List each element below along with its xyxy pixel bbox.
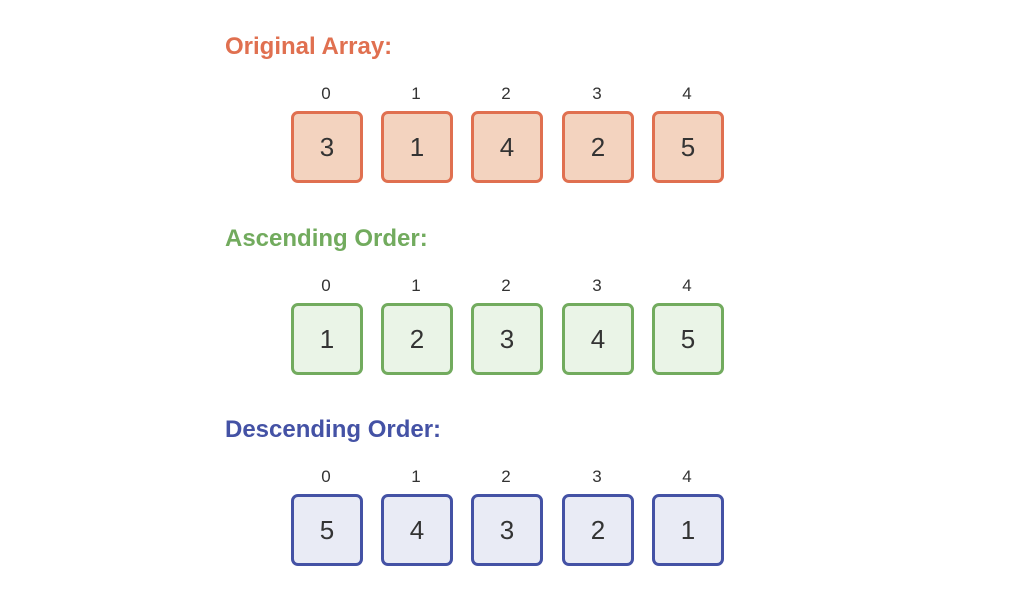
array-cell: 1 (381, 111, 453, 183)
array-cells: 3 1 4 2 5 (0, 111, 1028, 183)
array-cell: 4 (381, 494, 453, 566)
ascending-order-section: Ascending Order: 0 1 2 3 4 1 2 3 4 5 (0, 192, 1028, 375)
array-cell: 3 (471, 494, 543, 566)
array-cell: 2 (562, 494, 634, 566)
original-array-section: Original Array: 0 1 2 3 4 3 1 4 2 5 (0, 0, 1028, 183)
array-index: 1 (411, 84, 421, 103)
array-cell: 3 (291, 111, 363, 183)
array-cell: 2 (381, 303, 453, 375)
array-index: 0 (321, 467, 331, 486)
array-index: 0 (321, 84, 331, 103)
array-index: 4 (682, 84, 692, 103)
array-index: 4 (682, 467, 692, 486)
array-index: 1 (411, 467, 421, 486)
section-title: Descending Order: (225, 416, 442, 443)
array-index: 1 (411, 276, 421, 295)
array-index: 3 (592, 84, 602, 103)
array-cell: 5 (291, 494, 363, 566)
array-cells: 1 2 3 4 5 (0, 303, 1028, 375)
array-cell: 5 (652, 303, 724, 375)
section-title: Ascending Order: (225, 225, 428, 252)
array-cells: 5 4 3 2 1 (0, 494, 1028, 566)
array-index: 2 (501, 84, 511, 103)
array-cell: 5 (652, 111, 724, 183)
array-cell: 4 (562, 303, 634, 375)
array-index: 4 (682, 276, 692, 295)
index-row: 0 1 2 3 4 (0, 275, 1028, 297)
array-index: 3 (592, 467, 602, 486)
array-index: 3 (592, 276, 602, 295)
array-cell: 1 (291, 303, 363, 375)
index-row: 0 1 2 3 4 (0, 83, 1028, 105)
array-cell: 3 (471, 303, 543, 375)
index-row: 0 1 2 3 4 (0, 466, 1028, 488)
array-index: 0 (321, 276, 331, 295)
array-cell: 2 (562, 111, 634, 183)
array-cell: 4 (471, 111, 543, 183)
array-index: 2 (501, 467, 511, 486)
section-title: Original Array: (225, 33, 393, 60)
descending-order-section: Descending Order: 0 1 2 3 4 5 4 3 2 1 (0, 383, 1028, 566)
array-index: 2 (501, 276, 511, 295)
array-cell: 1 (652, 494, 724, 566)
